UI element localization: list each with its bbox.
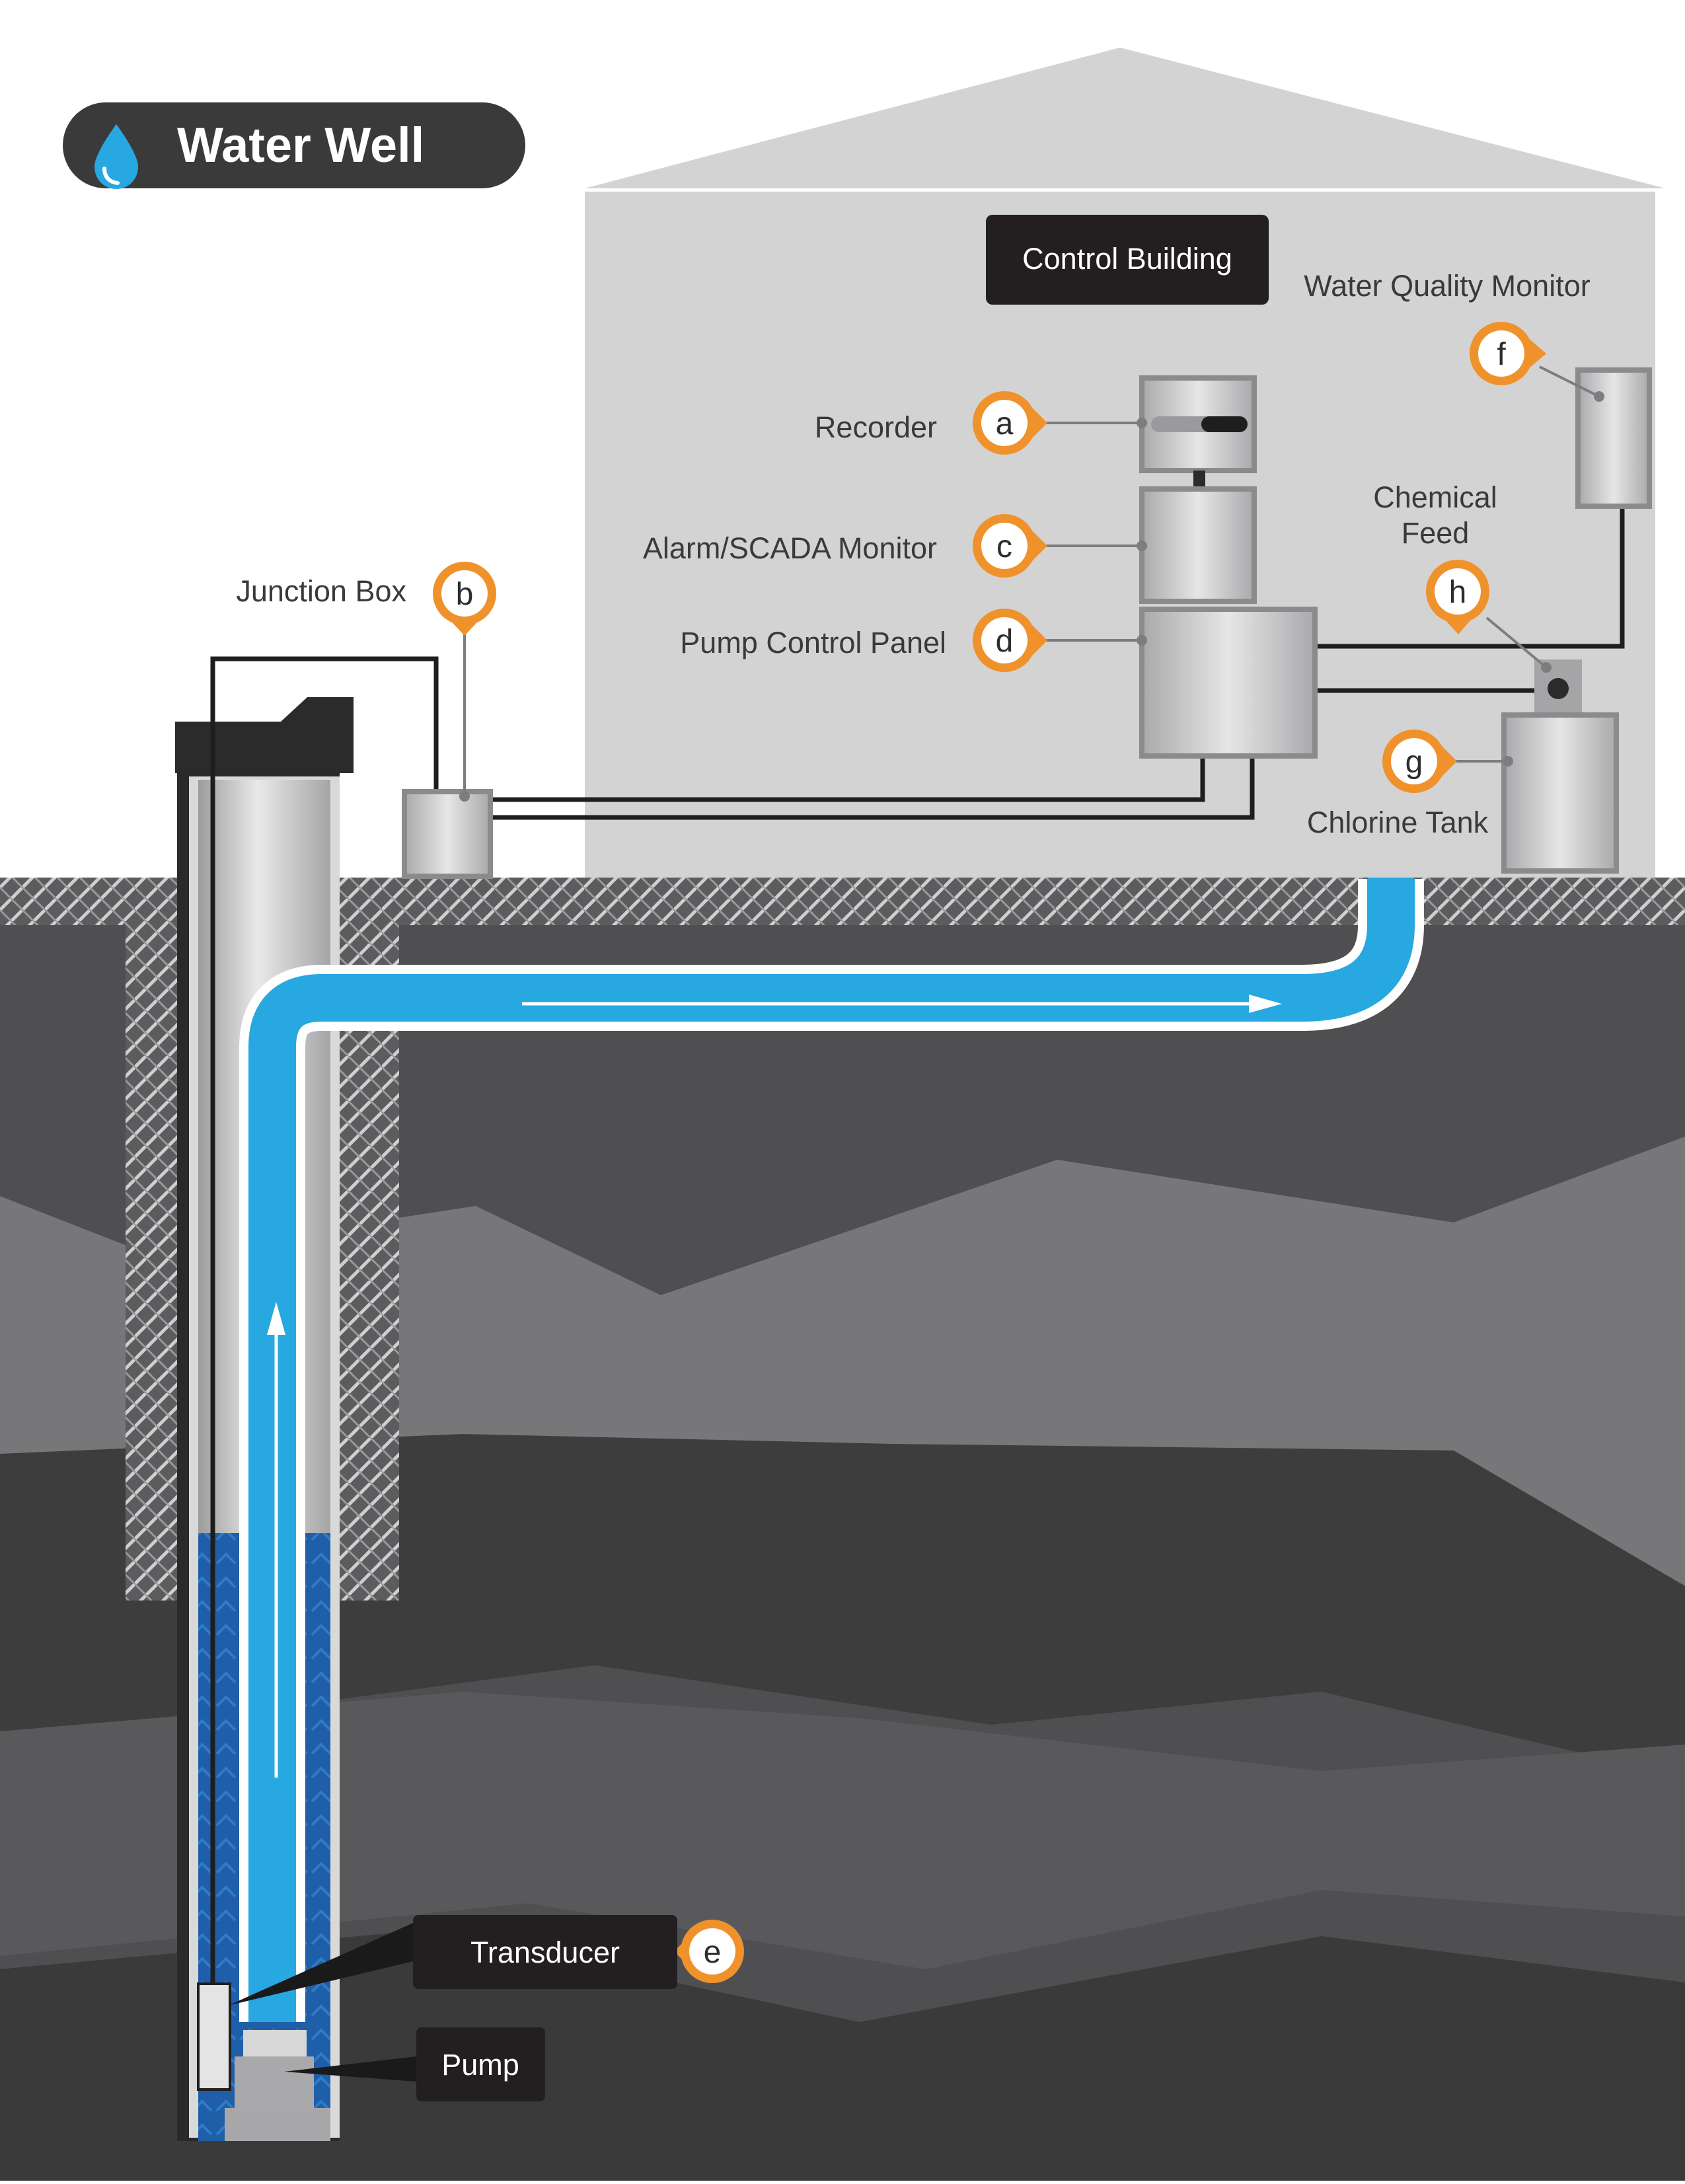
well-bottom — [225, 2108, 330, 2141]
chlorine-tank-label: Chlorine Tank — [1307, 806, 1489, 839]
callout-f-letter: f — [1497, 337, 1506, 372]
junction-box-label: Junction Box — [236, 574, 406, 608]
chlorine-tank — [1501, 712, 1619, 874]
callout-g: g — [1382, 730, 1457, 793]
callout-dots — [459, 391, 1604, 802]
callout-e-letter: e — [704, 1935, 722, 1970]
transducer-callout: Transducer — [228, 1915, 677, 2006]
discharge-pipe — [239, 878, 1424, 2022]
control-building-box: Control Building — [986, 215, 1269, 305]
chemical-feed-label-line1: Chemical — [1373, 480, 1497, 514]
callout-h-letter: h — [1449, 575, 1467, 610]
junction-box — [402, 789, 493, 879]
soil-layer-dark — [0, 1434, 1685, 1778]
building-wall — [585, 192, 1655, 882]
title-badge: Water Well — [63, 102, 525, 189]
pump-control-panel-label: Pump Control Panel — [680, 626, 946, 659]
alarm-scada-monitor — [1139, 486, 1257, 604]
soil-layer-mid — [0, 1692, 1685, 1969]
pump-label: Pump — [441, 2048, 519, 2082]
chemical-feed-pump — [1534, 659, 1582, 715]
pump — [235, 2030, 314, 2113]
well-cap — [175, 697, 354, 773]
flow-arrow-up — [267, 1302, 285, 1778]
callout-c-letter: c — [996, 529, 1012, 564]
callout-b-letter: b — [456, 577, 474, 612]
callout-e: e — [674, 1920, 744, 1983]
callout-c: c — [973, 514, 1047, 578]
callout-d-letter: d — [996, 624, 1014, 659]
wiring — [210, 509, 1625, 1984]
control-building — [585, 48, 1665, 882]
pump-control-panel — [1139, 607, 1318, 759]
callout-d: d — [973, 609, 1047, 672]
recorder-label: Recorder — [815, 410, 937, 444]
water-quality-monitor-label: Water Quality Monitor — [1304, 269, 1590, 303]
soil-layers — [0, 922, 1685, 2181]
alarm-scada-label: Alarm/SCADA Monitor — [643, 531, 937, 565]
building-roof — [585, 48, 1665, 188]
callout-a-letter: a — [996, 406, 1014, 441]
callout-b: b — [433, 562, 496, 636]
control-building-label: Control Building — [1022, 242, 1232, 276]
chemical-feed-label-line2: Feed — [1402, 516, 1470, 550]
water-drop-icon — [94, 124, 138, 189]
callout-h: h — [1426, 560, 1489, 634]
callout-g-letter: g — [1405, 745, 1423, 780]
transducer — [197, 1982, 231, 2091]
pump-callout: Pump — [284, 2027, 545, 2101]
callout-leaders — [463, 365, 1600, 796]
flow-arrow-right — [522, 995, 1282, 1013]
transducer-label: Transducer — [470, 1936, 620, 1969]
callout-f: f — [1470, 322, 1546, 385]
recorder — [1139, 375, 1257, 488]
page-title: Water Well — [177, 118, 424, 172]
callout-a: a — [973, 391, 1047, 455]
soil-layer-bottom — [0, 1930, 1685, 2181]
